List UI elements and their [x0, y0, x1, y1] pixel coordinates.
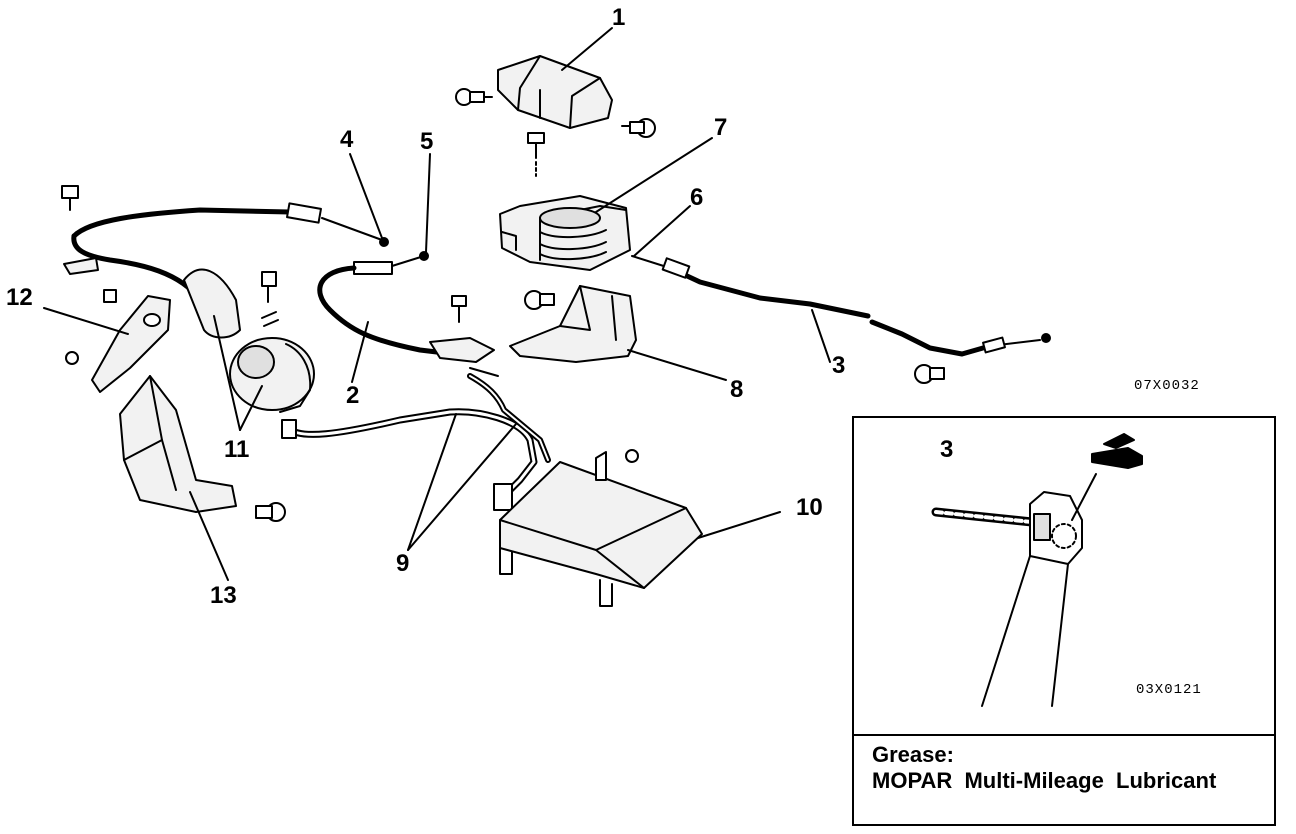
bolt	[914, 364, 945, 384]
callout-5: 5	[420, 128, 434, 155]
bolt	[527, 132, 545, 177]
nut	[103, 289, 117, 303]
callout-12: 12	[6, 284, 33, 311]
part-bracket-small	[91, 295, 171, 393]
inset-detail-drawing	[931, 473, 1097, 707]
nut	[625, 449, 639, 463]
cable-center	[317, 251, 499, 377]
callout-10: 10	[796, 494, 823, 521]
part-cover	[497, 55, 613, 129]
grease-gun-icon	[1091, 433, 1143, 469]
inset-callout-3: 3	[940, 436, 954, 463]
part-actuator	[499, 195, 631, 271]
leader-lines	[43, 27, 831, 581]
part-bracket-large	[119, 375, 237, 513]
part-servo	[183, 268, 315, 413]
inset-divider	[854, 734, 1274, 736]
callout-2: 2	[346, 382, 360, 409]
inset-figure-code: 03X0121	[1136, 682, 1202, 698]
bolt	[524, 290, 555, 310]
callout-8: 8	[730, 376, 744, 403]
callout-1: 1	[612, 4, 626, 31]
inset-panel: 3 03X0121 Grease: MOPAR Multi-Mileage Lu…	[852, 416, 1276, 826]
part-hoses	[281, 373, 551, 511]
cable-upper-left	[63, 202, 389, 303]
callout-4: 4	[340, 126, 354, 153]
callout-7: 7	[714, 114, 728, 141]
bolt	[255, 502, 286, 522]
nut	[65, 351, 79, 365]
cable-right	[631, 255, 1051, 357]
callout-3: 3	[832, 352, 846, 379]
bolt	[451, 295, 467, 323]
note-text: MOPAR Multi-Mileage Lubricant	[872, 768, 1217, 793]
bolt	[621, 118, 656, 138]
bolt	[455, 88, 493, 106]
note-title: Grease:	[872, 742, 954, 767]
part-reservoir	[499, 451, 703, 607]
callout-11: 11	[224, 436, 250, 463]
part-bracket-center	[509, 285, 637, 363]
figure-code: 07X0032	[1134, 378, 1200, 394]
callout-6: 6	[690, 184, 704, 211]
bolt	[61, 185, 79, 211]
callout-9: 9	[396, 550, 410, 577]
callout-13: 13	[210, 582, 237, 609]
